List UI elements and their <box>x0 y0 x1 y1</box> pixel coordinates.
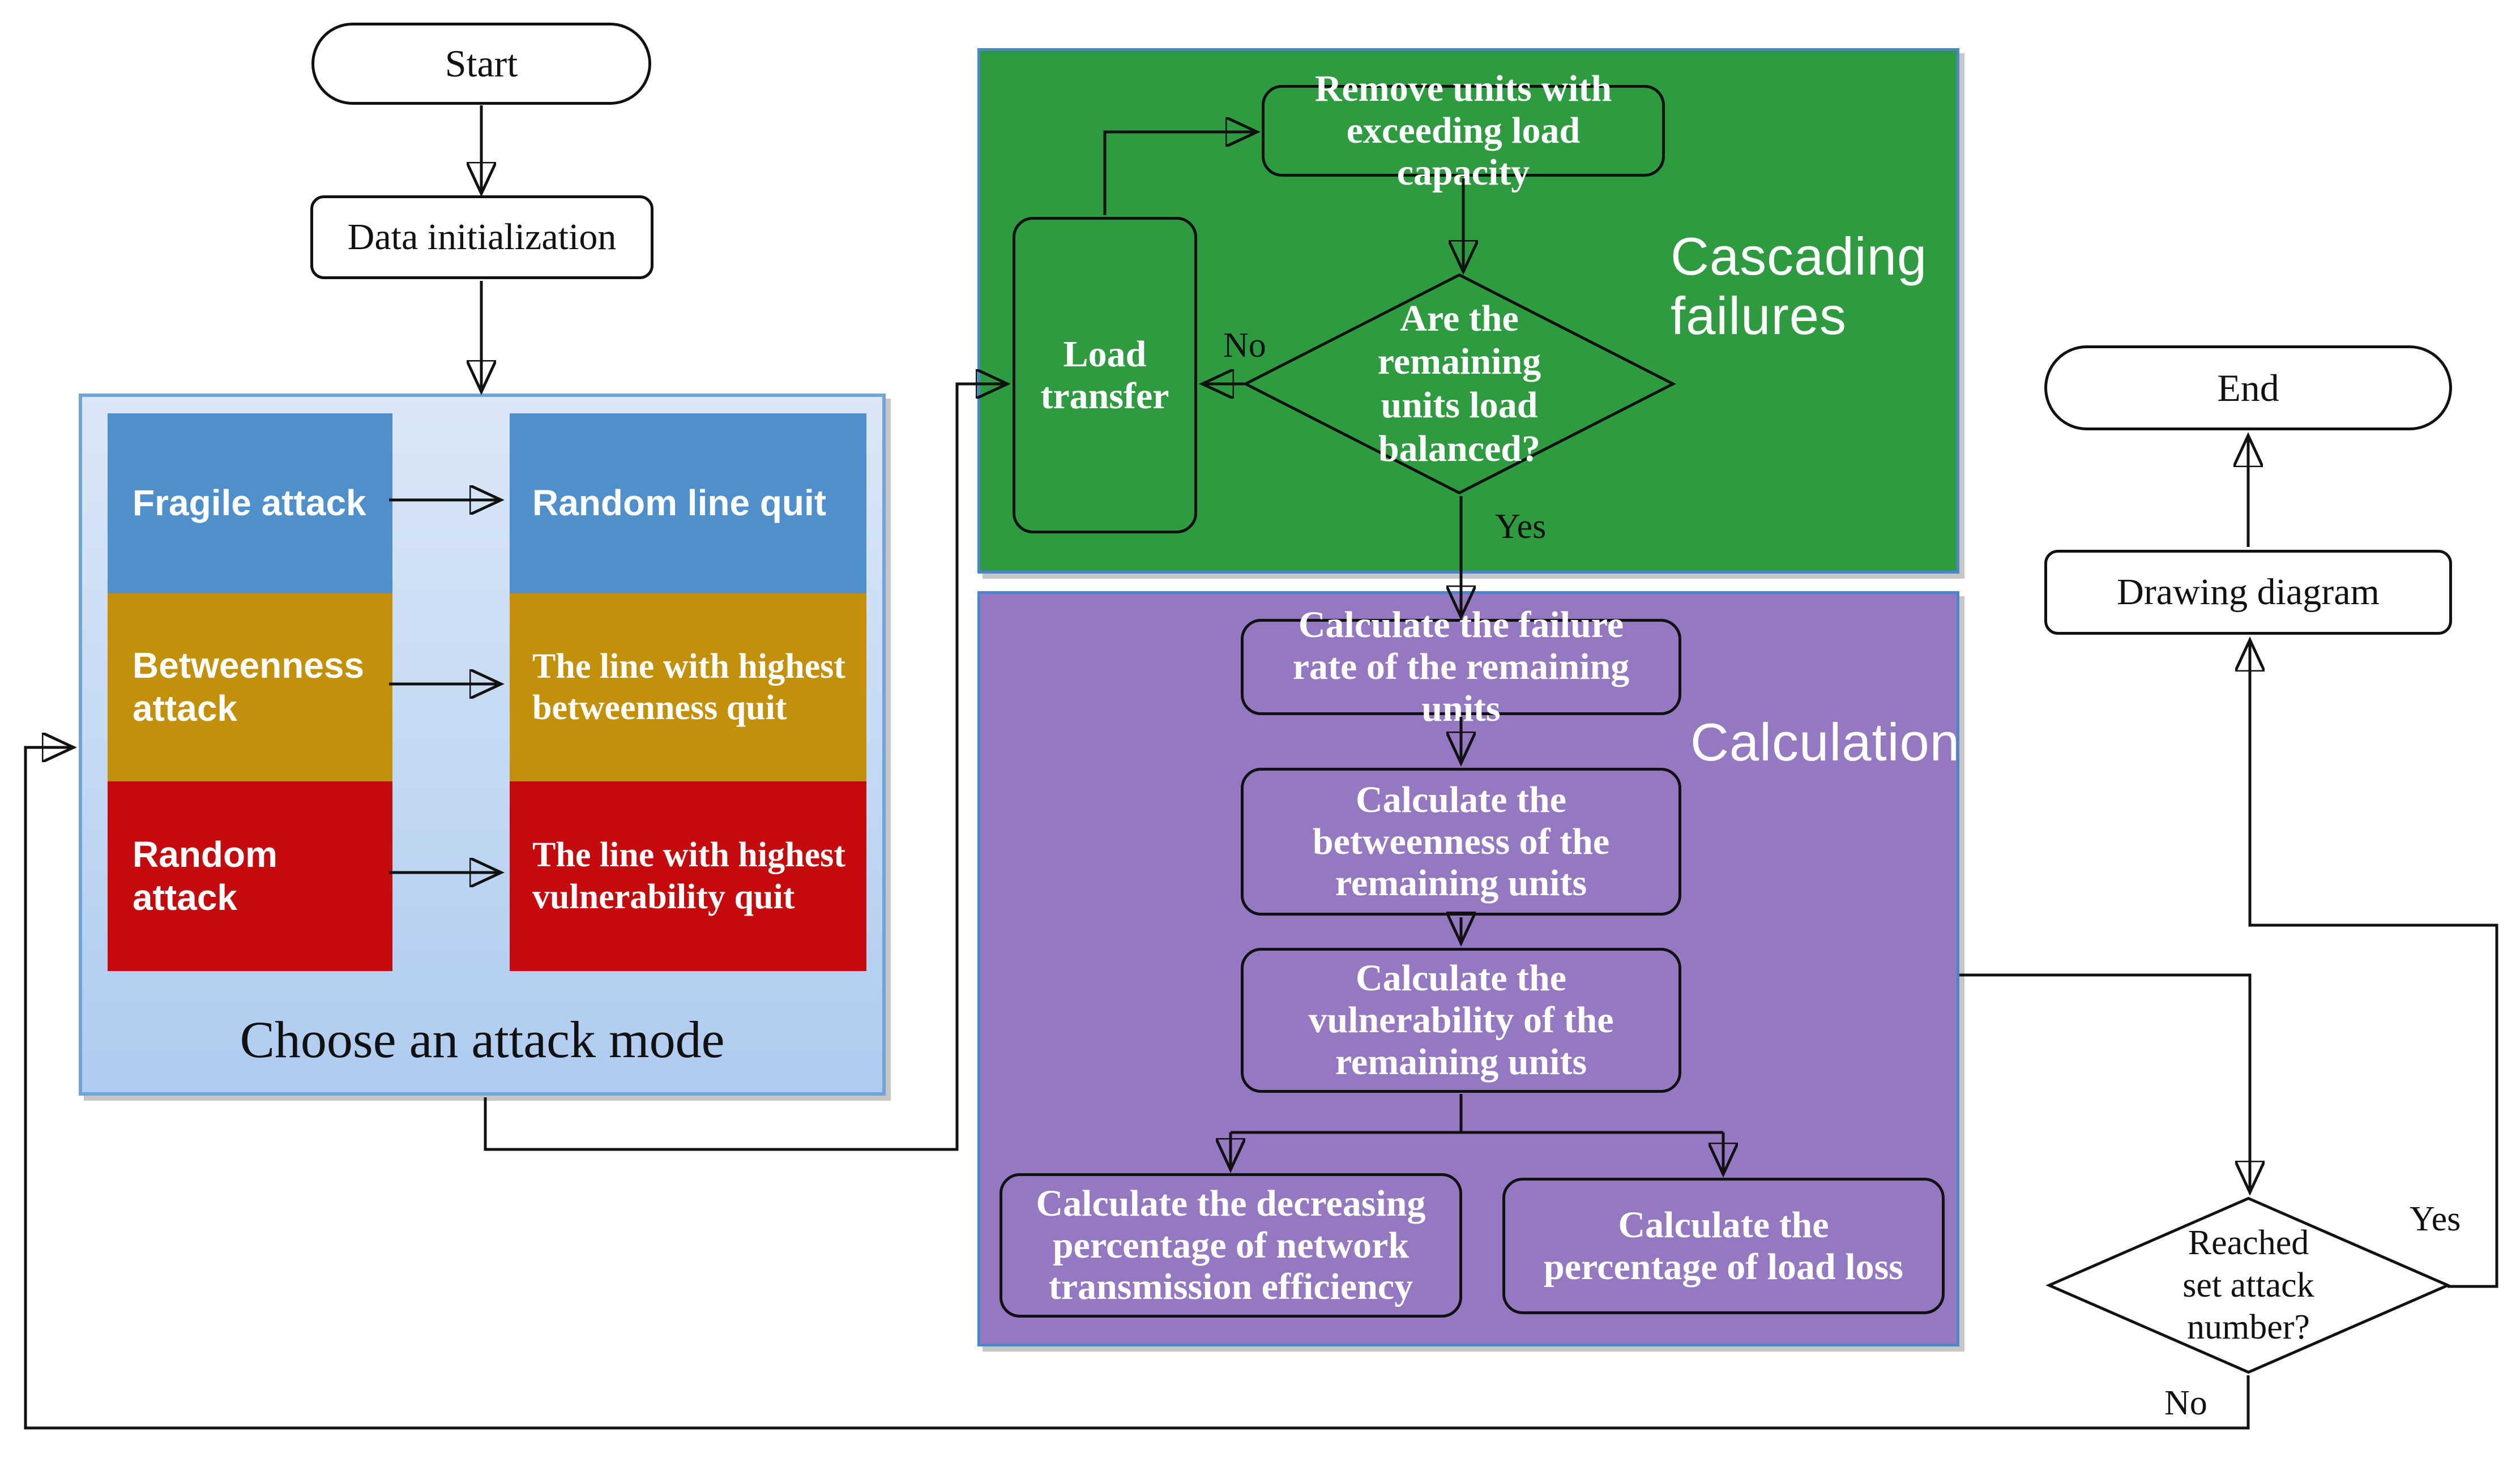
drawing-diagram-label: Drawing diagram <box>2117 571 2380 613</box>
attack-number-diamond-shape <box>2045 1196 2451 1374</box>
end-label: End <box>2217 366 2279 409</box>
drawing-diagram-node: Drawing diagram <box>2044 550 2452 635</box>
load-transfer-node: Load transfer <box>1013 217 1197 533</box>
random-attack-label: Random attack <box>133 833 277 918</box>
betweenness-attack-cell: Betweenness attack <box>108 593 392 781</box>
calc-load-loss-label: Calculate the percentage of load loss <box>1544 1204 1903 1288</box>
decision-no-label: No <box>2164 1384 2207 1422</box>
load-transfer-label: Load transfer <box>1040 333 1169 417</box>
remove-units-label: Remove units with exceeding load capacit… <box>1314 68 1612 193</box>
start-label: Start <box>445 42 518 85</box>
calculation-zone-label: Calculation <box>1690 712 1961 772</box>
fragile-attack-label: Fragile attack <box>133 482 366 524</box>
calc-efficiency-label: Calculate the decreasing percentage of n… <box>1036 1182 1426 1308</box>
start-node: Start <box>311 23 651 105</box>
calc-efficiency-node: Calculate the decreasing percentage of n… <box>1000 1173 1462 1318</box>
highest-betweenness-quit-label: The line with highest betweenness quit <box>532 647 845 727</box>
end-node: End <box>2044 345 2452 430</box>
random-line-quit-cell: Random line quit <box>510 413 866 593</box>
load-balanced-diamond-shape <box>1242 273 1677 495</box>
cascading-failures-zone-label: Cascading failures <box>1671 226 1928 346</box>
highest-vulnerability-quit-label: The line with highest vulnerability quit <box>532 836 845 916</box>
calc-vulnerability-label: Calculate the vulnerability of the remai… <box>1308 957 1614 1083</box>
calc-vulnerability-node: Calculate the vulnerability of the remai… <box>1241 948 1681 1093</box>
balance-yes-label: Yes <box>1495 507 1547 546</box>
attack-number-diamond: Reached set attack number? <box>2045 1196 2451 1374</box>
attack-type-column: Fragile attack Betweenness attack Random… <box>108 413 392 971</box>
remove-units-node: Remove units with exceeding load capacit… <box>1262 68 1665 193</box>
calc-betweenness-node: Calculate the betweenness of the remaini… <box>1241 768 1681 916</box>
betweenness-attack-label: Betweenness attack <box>133 645 365 729</box>
random-line-quit-label: Random line quit <box>532 482 827 524</box>
load-balanced-diamond: Are the remaining units load balanced? <box>1242 273 1677 495</box>
load-balanced-question: Are the remaining units load balanced? <box>1377 297 1541 469</box>
highest-vulnerability-quit-cell: The line with highest vulnerability quit <box>510 781 866 971</box>
attack-panel-title: Choose an attack mode <box>240 1011 725 1068</box>
highest-betweenness-quit-cell: The line with highest betweenness quit <box>510 593 866 781</box>
attack-number-question: Reached set attack number? <box>2182 1224 2314 1347</box>
decision-yes-label: Yes <box>2410 1200 2461 1238</box>
calculation-zone <box>977 591 1959 1346</box>
random-attack-cell: Random attack <box>108 781 392 971</box>
calc-betweenness-label: Calculate the betweenness of the remaini… <box>1312 779 1610 904</box>
balance-no-label: No <box>1223 326 1266 365</box>
fragile-attack-cell: Fragile attack <box>108 413 392 593</box>
attack-result-column: Random line quit The line with highest b… <box>510 413 866 971</box>
calc-load-loss-node: Calculate the percentage of load loss <box>1502 1178 1945 1314</box>
data-initialization-label: Data initialization <box>347 216 617 258</box>
